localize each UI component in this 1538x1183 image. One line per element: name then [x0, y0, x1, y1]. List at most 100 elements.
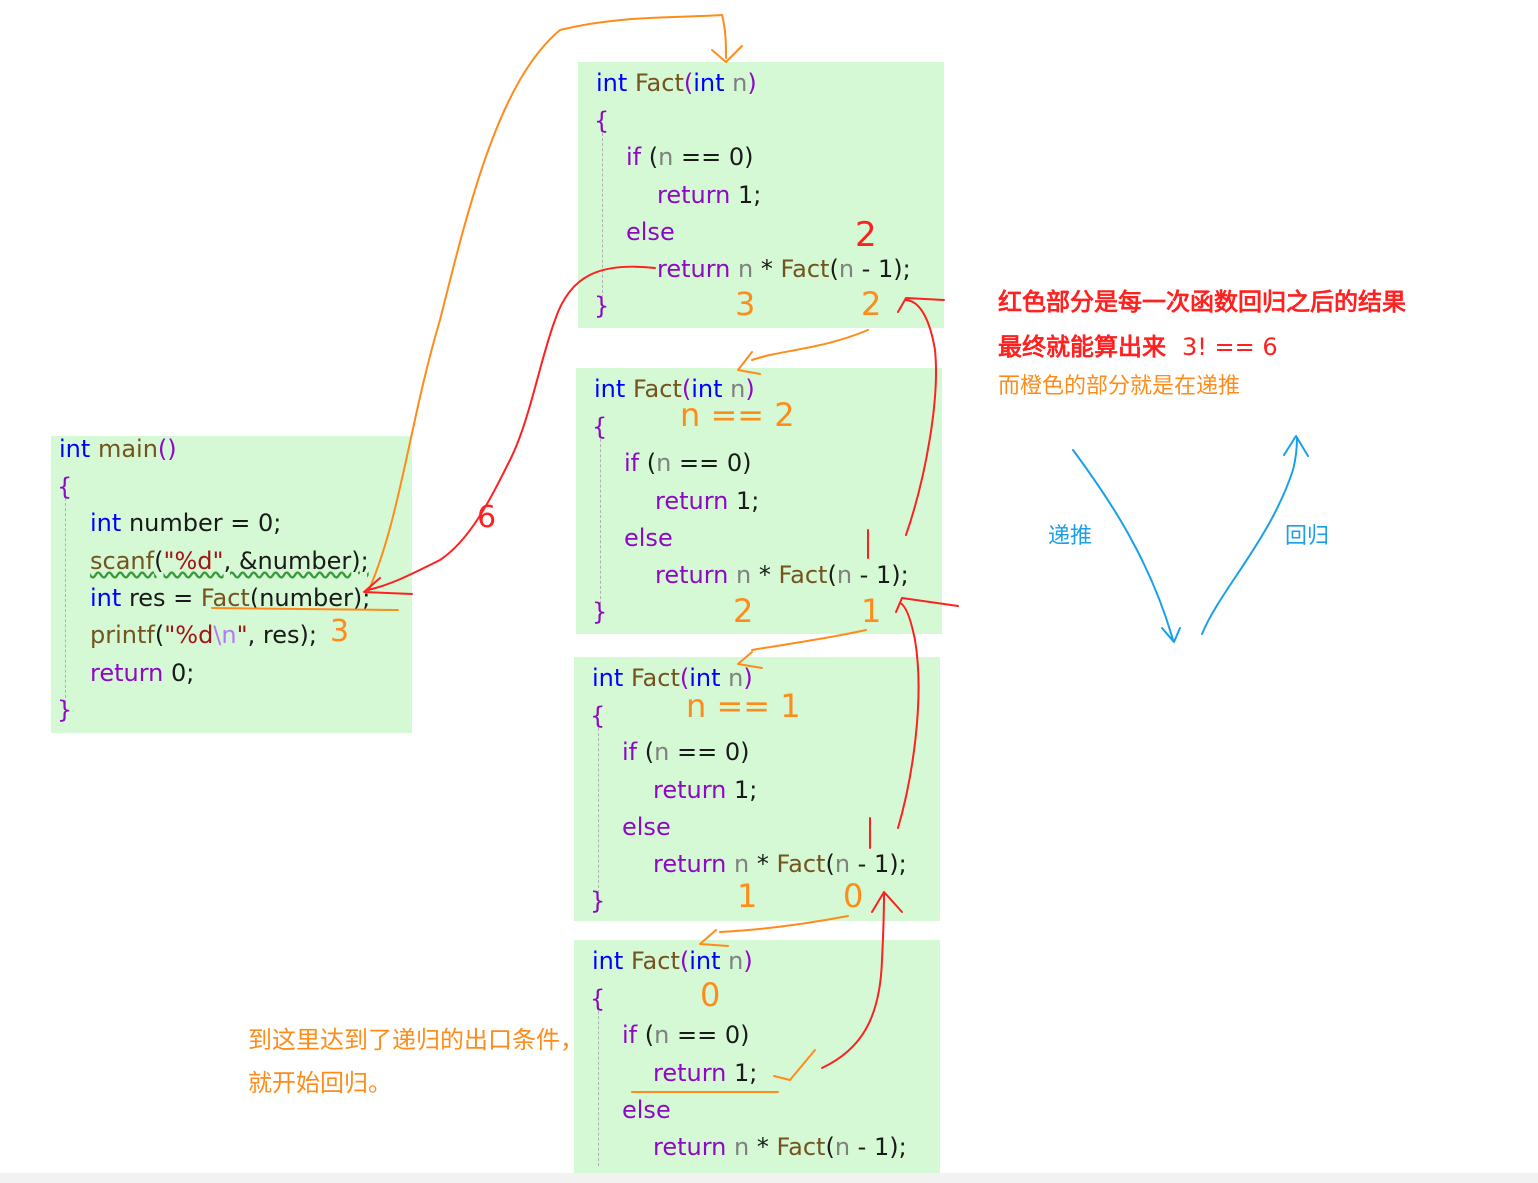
keyword: int — [693, 69, 725, 97]
block1-returned: 2 — [861, 285, 882, 323]
punctuation: ) — [743, 664, 753, 692]
orange-call-arrow-3 — [737, 629, 867, 669]
code-text: == 0) — [671, 449, 752, 477]
punctuation: ( — [683, 69, 694, 97]
string-literal: " — [236, 621, 248, 649]
code-text: * — [749, 850, 777, 878]
keyword: return — [90, 659, 164, 687]
block2-note: n == 2 — [680, 396, 795, 434]
param-name: n — [732, 69, 748, 97]
if-line: if (n == 0) — [624, 448, 751, 478]
if-line: if (n == 0) — [626, 142, 753, 172]
param-name: n — [738, 255, 754, 283]
keyword: int — [59, 435, 91, 463]
punctuation: ) — [747, 69, 757, 97]
else-line: else — [626, 218, 675, 246]
code-text: 0; — [171, 659, 195, 687]
blue-return-arrow — [1201, 435, 1309, 635]
param-name: n — [834, 850, 851, 878]
if-line: if (n == 0) — [622, 1020, 749, 1050]
recursive-return-line: return n * Fact(n - 1); — [655, 560, 909, 590]
param-name: n — [730, 375, 746, 403]
keyword: return — [655, 561, 729, 589]
punctuation: () — [157, 435, 177, 463]
return-one-line: return 1; — [657, 180, 761, 210]
param-name: n — [656, 449, 672, 477]
recursive-return-line: return n * Fact(n - 1); — [653, 849, 907, 879]
fact-code-block-2: int Fact(int n) { if (n == 0) return 1; … — [576, 368, 942, 634]
code-text: ( — [637, 738, 655, 766]
function-name: Fact — [780, 255, 830, 283]
keyword: int — [90, 584, 122, 612]
code-text: - 1); — [852, 561, 909, 589]
code-text: ( — [641, 143, 659, 171]
code-text: , &number — [223, 547, 352, 575]
fact-signature: int Fact(int n) — [596, 68, 757, 98]
code-text: res = — [128, 584, 201, 612]
function-name: Fact — [776, 850, 826, 878]
else-line: else — [624, 524, 673, 552]
open-brace: { — [590, 985, 606, 1013]
code-text: - 1); — [854, 255, 911, 283]
function-name: printf — [90, 621, 155, 649]
keyword: if — [622, 738, 638, 766]
function-name: scanf — [90, 547, 155, 575]
code-text: ( — [154, 621, 165, 649]
open-brace: { — [57, 473, 73, 501]
code-text: 1; — [734, 776, 758, 804]
close-brace: } — [57, 696, 73, 724]
keyword: return — [653, 850, 727, 878]
keyword: return — [653, 1133, 727, 1161]
code-text: (number); — [249, 584, 371, 612]
code-text: ( — [827, 561, 837, 589]
legend-final-value: 3! == 6 — [1182, 333, 1278, 361]
label-return: 回归 — [1285, 524, 1330, 549]
code-text: 1; — [738, 181, 762, 209]
param-name: n — [836, 561, 853, 589]
red-return-arrow-1 — [897, 297, 945, 536]
fact-signature: int Fact(int n) — [592, 946, 753, 976]
code-text: 1; — [736, 487, 760, 515]
param-name: n — [728, 947, 744, 975]
keyword: int — [592, 947, 624, 975]
close-brace: } — [592, 598, 608, 626]
code-text: == 0) — [673, 143, 754, 171]
code-line: int res = Fact(number); — [90, 583, 370, 613]
block3-note: n == 1 — [686, 687, 801, 725]
punctuation: ) — [743, 947, 753, 975]
fact-signature: int Fact(int n) — [592, 663, 753, 693]
function-name: main — [97, 435, 158, 463]
keyword: int — [691, 375, 723, 403]
code-text: * — [749, 1133, 777, 1161]
block4-note: 0 — [700, 976, 721, 1014]
code-text: ; — [273, 509, 282, 537]
orange-call-arrow-2 — [737, 329, 869, 375]
orange-underline-main — [211, 607, 399, 611]
code-text: ( — [825, 850, 835, 878]
function-name: Fact — [632, 375, 682, 403]
fact-code-block-1: int Fact(int n) { if (n == 0) return 1; … — [578, 62, 944, 328]
punctuation: ( — [681, 375, 692, 403]
blue-recurse-arrow — [1072, 449, 1181, 643]
main-result-annotation: 3 — [330, 614, 350, 649]
param-name: n — [834, 1133, 851, 1161]
return-one-line: return 1; — [653, 1058, 757, 1088]
keyword: return — [657, 255, 731, 283]
code-text: == 0) — [669, 1021, 750, 1049]
keyword: int — [689, 947, 721, 975]
scanf-line: scanf("%d", &number); — [90, 546, 369, 576]
code-text: ( — [639, 449, 657, 477]
code-text: ( — [154, 547, 164, 575]
block3-returned: 0 — [843, 877, 864, 915]
keyword: return — [657, 181, 731, 209]
printf-line: printf("%d\n", res); — [90, 620, 317, 650]
code-text: 0 — [257, 509, 274, 537]
keyword: int — [596, 69, 628, 97]
keyword: if — [624, 449, 640, 477]
open-brace: { — [594, 107, 610, 135]
param-name: n — [658, 143, 674, 171]
function-name: Fact — [634, 69, 684, 97]
code-line: int number = 0; — [90, 508, 281, 538]
